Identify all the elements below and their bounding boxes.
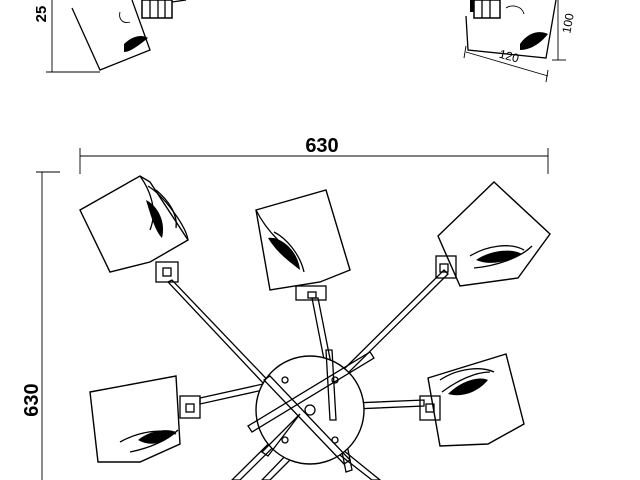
dim-height-total: 630 — [21, 383, 43, 416]
side-view-right: 100 120 — [463, 0, 577, 83]
central-hub — [247, 349, 375, 465]
dim-side-height-partial: 25 — [33, 6, 50, 23]
side-view-left: 25 — [33, 0, 187, 73]
dim-width-total: 630 — [305, 135, 338, 157]
socket-box-left — [141, 0, 173, 19]
shade-top-middle — [255, 189, 351, 301]
socket-box-right — [473, 0, 501, 19]
shade-left-middle — [89, 375, 201, 463]
dimension-width: 630 — [79, 135, 549, 174]
dim-shade-height: 100 — [559, 12, 576, 34]
shade-right-middle — [419, 353, 525, 447]
hub-plate — [255, 355, 365, 465]
shade-top-left — [79, 175, 189, 283]
hub-center-screw — [304, 404, 316, 416]
shade-top-right — [435, 181, 551, 287]
dim-shade-width: 120 — [498, 47, 521, 66]
dimension-height: 630 — [21, 171, 60, 480]
